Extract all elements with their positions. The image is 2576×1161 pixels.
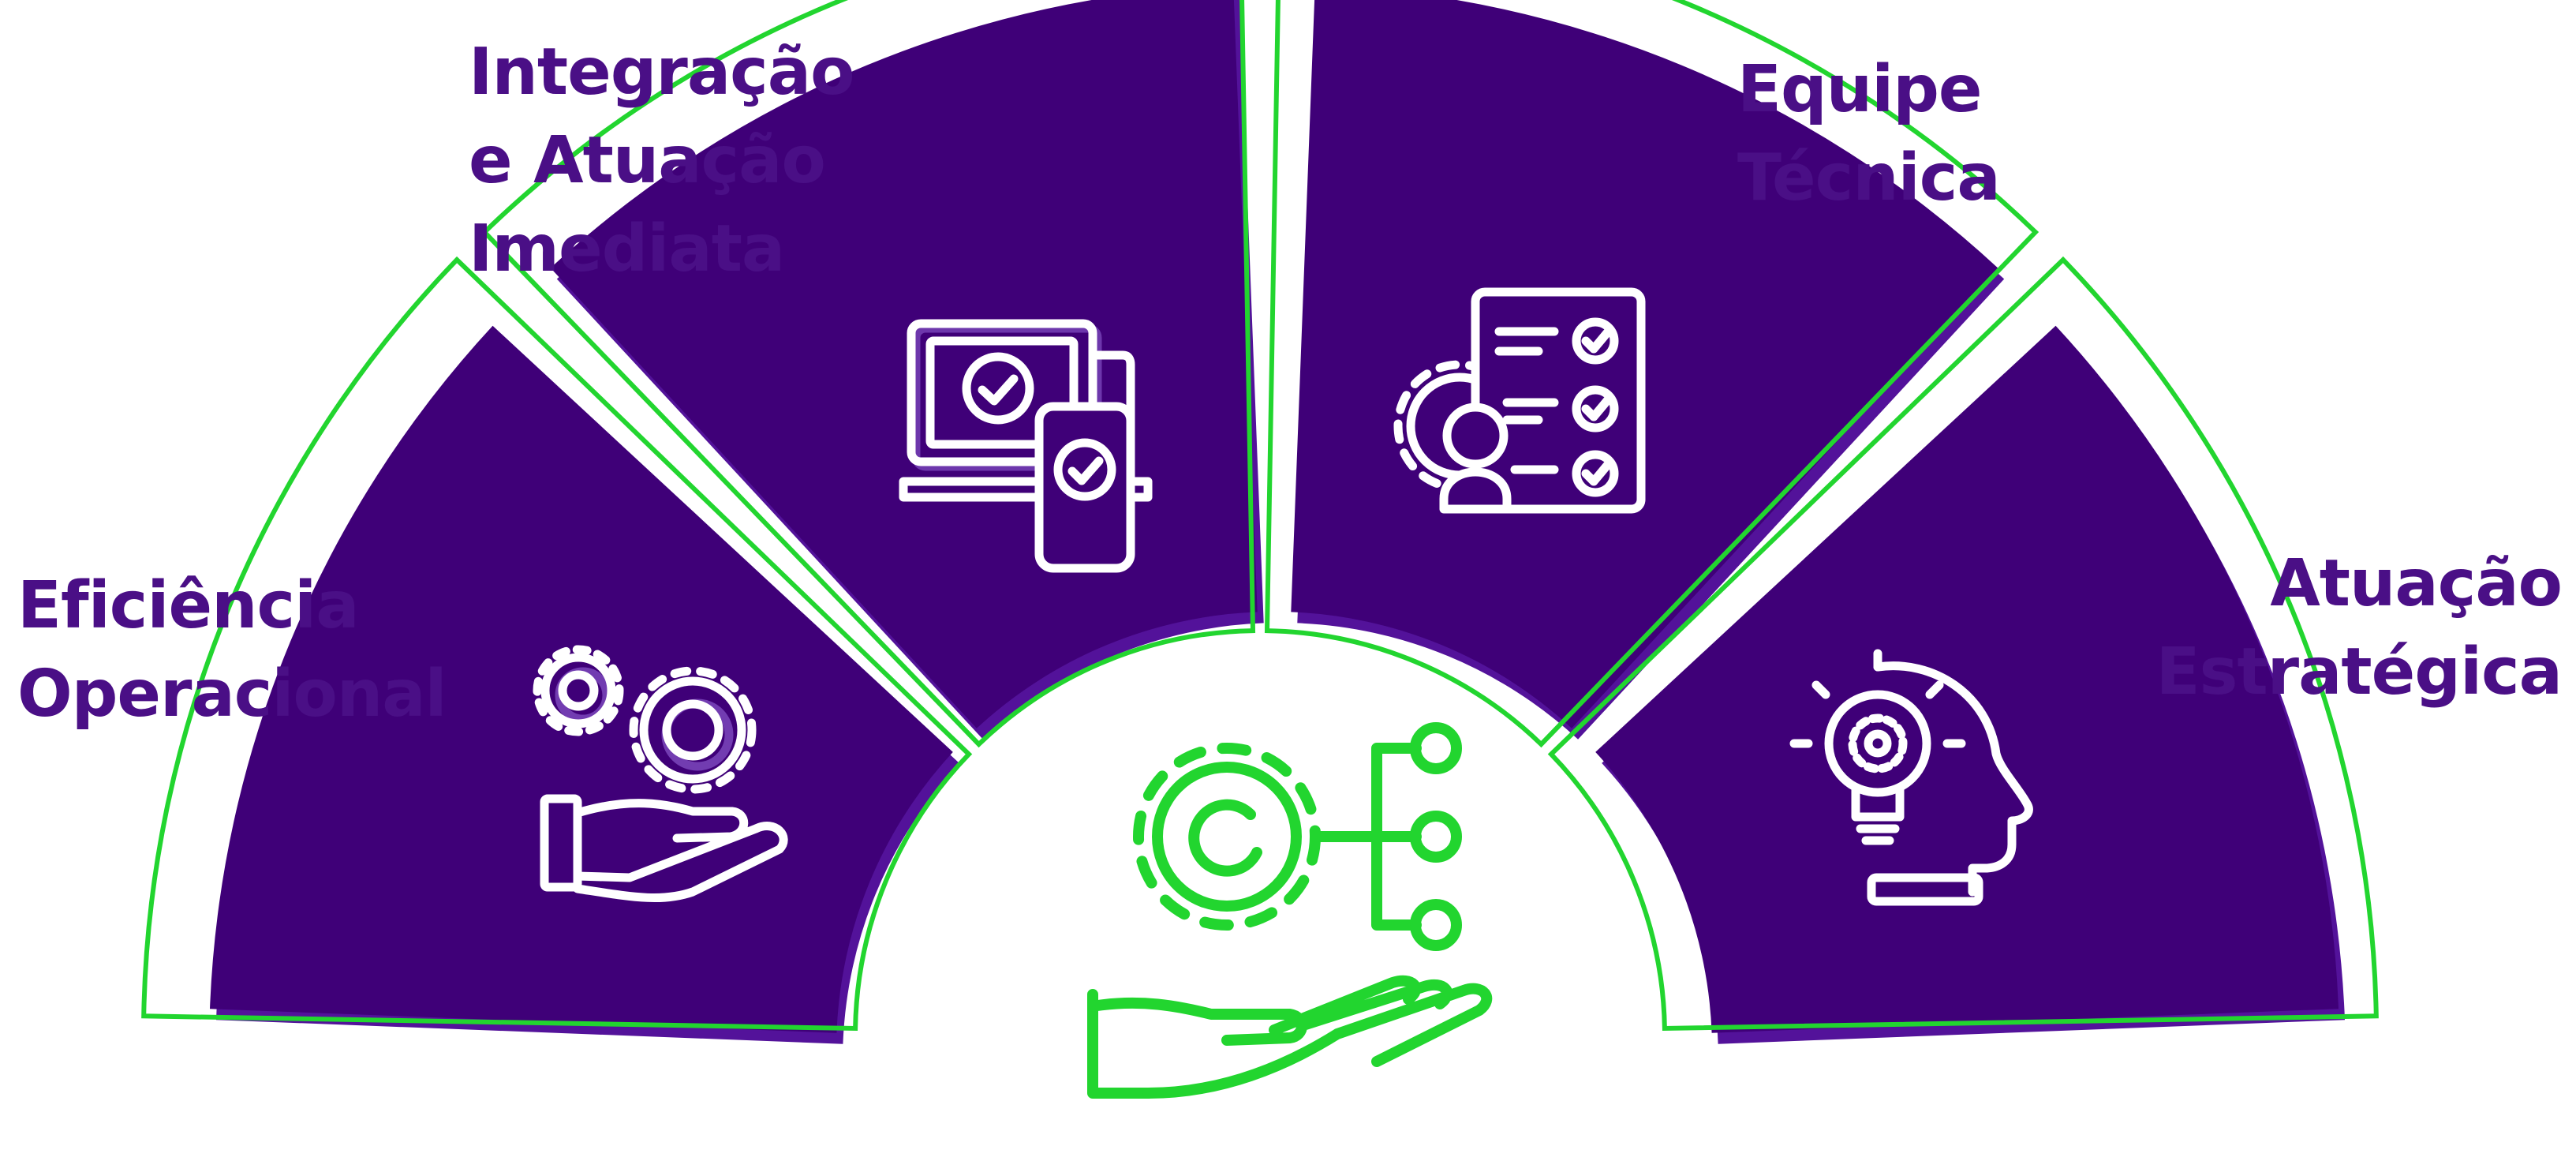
label-line: e Atuação — [469, 123, 826, 198]
head-lightbulb-icon — [1789, 649, 2033, 906]
label-line: Estratégica — [2155, 635, 2563, 710]
network-node-top-icon — [1410, 722, 1462, 774]
head-base-icon — [1867, 873, 1983, 906]
segment-outline-integracao — [480, 0, 1256, 748]
network-gear-center-icon — [1188, 799, 1262, 877]
person-body-icon — [1439, 467, 1512, 514]
label-line: Integração — [469, 35, 854, 110]
bulb-gear-icon — [1848, 713, 1908, 773]
label-line: Operacional — [17, 657, 447, 732]
label-line: Técnica — [1737, 140, 2001, 215]
center-hand-cuff-icon — [1087, 989, 1153, 1099]
checklist-line-2-icon — [1502, 398, 1559, 425]
network-branches-icon — [1310, 743, 1422, 931]
checklist-line-1-icon — [1494, 327, 1559, 356]
label-line: Imediata — [469, 212, 785, 287]
gears-on-hand-icon — [533, 645, 788, 903]
small-gear-center-icon — [558, 670, 599, 711]
large-gear-teeth-icon — [629, 666, 757, 794]
network-node-bottom-icon — [1410, 899, 1462, 951]
hand-cuff-icon — [540, 794, 582, 892]
large-gear-ring-icon — [639, 676, 746, 784]
laptop-check-circle-icon — [962, 352, 1034, 425]
laptop-screen-icon — [907, 319, 1097, 466]
large-gear-center-icon — [662, 699, 723, 761]
label-line: Atuação — [2270, 546, 2563, 621]
laptop-check-mark-icon — [978, 374, 1019, 406]
bulb-base-icon — [1856, 824, 1900, 845]
center-hand-palm-icon — [1087, 975, 1493, 1099]
segment-outline-eficiencia — [141, 256, 973, 1032]
segment-outline-atuacao — [1547, 256, 2379, 1032]
label-line: Equipe — [1737, 52, 1983, 127]
checklist-gear-person-icon — [1393, 287, 1646, 514]
segment-outlines-layer — [141, 0, 2379, 1032]
network-node-mid-icon — [1410, 811, 1462, 863]
label-equipe-tecnica: Equipe Técnica — [1737, 46, 2001, 223]
phone-body-icon — [1034, 402, 1135, 573]
label-eficiencia-operacional: Eficiência Operacional — [17, 562, 447, 739]
label-integracao-atuacao-imediata: Integração e Atuação Imediata — [469, 28, 854, 294]
laptop-phone-check-icon — [899, 319, 1153, 573]
label-atuacao-estrategica: Atuação Estratégica — [2155, 540, 2563, 717]
small-gear-icon — [533, 645, 624, 736]
segment-atuacao — [1595, 325, 2339, 1033]
bulb-globe-icon — [1824, 690, 1931, 797]
label-line: Eficiência — [17, 568, 360, 643]
head-profile-icon — [1873, 661, 2033, 897]
segment-outline-equipe — [1264, 0, 2039, 748]
hand-gear-network-icon — [1087, 722, 1493, 1099]
bulb-neck-icon — [1851, 785, 1905, 822]
network-gear-teeth-icon — [1133, 743, 1321, 931]
phone-check-circle-icon — [1053, 438, 1116, 501]
phone-check-mark-icon — [1067, 456, 1104, 485]
small-gear-hub-icon — [540, 653, 616, 728]
network-gear-ring-icon — [1152, 762, 1302, 912]
hand-palm-icon — [573, 799, 788, 903]
bulb-rays-icon — [1789, 649, 1966, 748]
person-head-icon — [1442, 403, 1509, 469]
